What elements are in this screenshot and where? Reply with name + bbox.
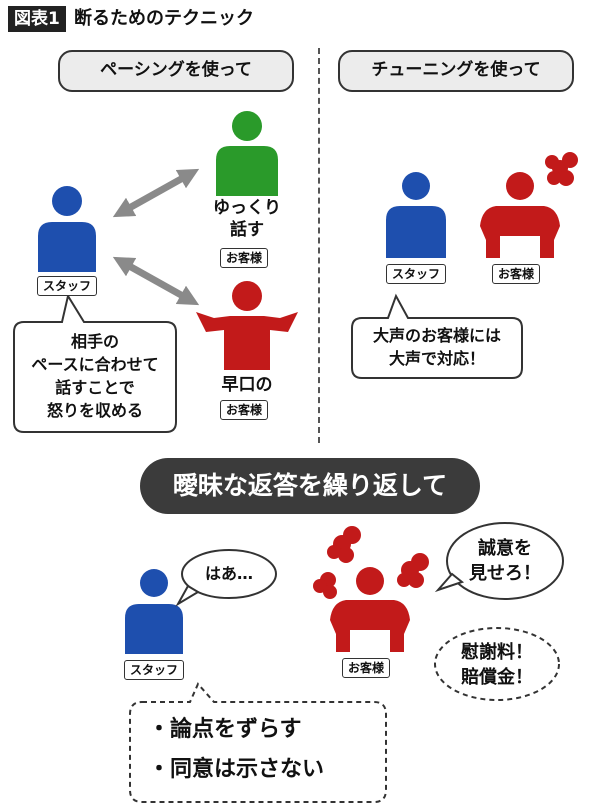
vague-anger-clouds (313, 526, 429, 599)
figure-title: 断るためのテクニック (74, 8, 254, 29)
tuning-staff-figure (386, 172, 446, 258)
figure-badge: 図表1 (8, 6, 66, 32)
tuning-heading: チューニングを使って (338, 50, 574, 92)
vague-heading: 曖昧な返答を繰り返して (140, 458, 480, 514)
money-text: 慰謝料！ 賠償金！ (461, 642, 533, 688)
vague-customer-tag: お客様 (342, 658, 391, 678)
staff-reply-text: はあ… (204, 564, 253, 583)
vague-staff-figure (125, 569, 183, 654)
tuning-staff-tag: スタッフ (386, 264, 447, 284)
point-item: ・同意は示さない (148, 757, 325, 782)
pacing-staff-figure (38, 186, 96, 272)
slow-customer-label: ゆっくり 話す (213, 198, 281, 240)
slow-customer-tag: お客様 (220, 248, 269, 268)
pacing-note-text: 相手の ペースに合わせて 話すことで 怒りを収める (31, 332, 159, 420)
vague-customer-figure (330, 567, 410, 652)
arrow-to-fast (112, 256, 200, 306)
points-list: ・論点をずらす ・同意は示さない (148, 710, 378, 790)
point-item: ・論点をずらす (148, 717, 302, 742)
tuning-note-bubble (351, 293, 523, 379)
tuning-customer-tag: お客様 (492, 264, 541, 284)
pacing-staff-tag: スタッフ (37, 276, 98, 296)
tuning-anger-cloud (545, 152, 578, 186)
tuning-customer-figure (480, 172, 560, 258)
fast-customer-label: 早口の (221, 375, 273, 395)
demand-bubble (446, 522, 564, 600)
tuning-note-text: 大声のお客様には 大声で対応！ (372, 326, 501, 368)
money-bubble (434, 627, 560, 701)
slow-customer-figure (216, 111, 278, 196)
fast-customer-tag: お客様 (220, 400, 269, 420)
points-bubble (129, 682, 387, 803)
pacing-heading: ペーシングを使って (58, 50, 294, 92)
vague-staff-tag: スタッフ (124, 660, 185, 680)
pacing-note-bubble (13, 293, 177, 433)
staff-reply-bubble (181, 549, 277, 599)
demand-text: 誠意を 見せろ！ (469, 538, 541, 584)
section-divider (318, 48, 320, 443)
arrow-to-slow (112, 168, 200, 218)
fast-customer-figure (196, 281, 298, 370)
